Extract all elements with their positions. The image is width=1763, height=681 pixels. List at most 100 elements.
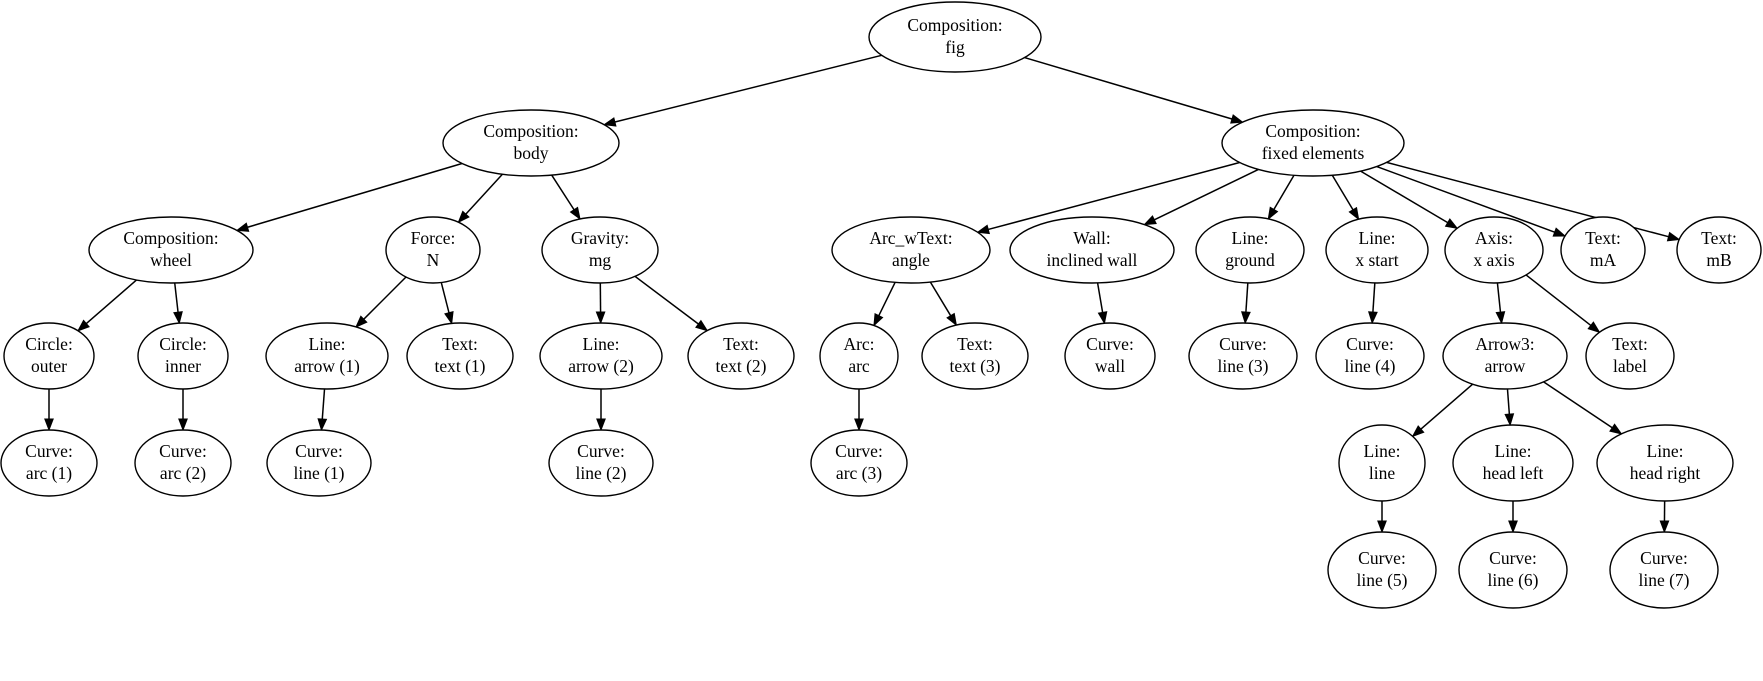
- node-label-line2: outer: [31, 356, 67, 376]
- arrow-head-icon: [76, 319, 90, 332]
- node-ellipse: [406, 322, 514, 390]
- graph-node-text_ma[interactable]: Text:mA: [1560, 216, 1646, 284]
- arrow-head-icon: [1495, 311, 1506, 325]
- node-label-line1: Curve:: [295, 441, 343, 461]
- arrow-head-icon: [1230, 114, 1244, 124]
- graph-node-curve_line7[interactable]: Curve:line (7): [1609, 531, 1719, 609]
- node-ellipse: [385, 216, 481, 284]
- graph-node-wheel[interactable]: Composition:wheel: [88, 216, 254, 284]
- graph-node-gravity_mg[interactable]: Gravity:mg: [541, 216, 659, 284]
- node-label-line2: line (7): [1638, 570, 1689, 590]
- node-ellipse: [1596, 424, 1734, 502]
- graph-node-text_label[interactable]: Text:label: [1585, 322, 1675, 390]
- node-label-line1: Curve:: [1358, 548, 1406, 568]
- graph-edge: [551, 174, 575, 211]
- graph-edge: [1096, 282, 1104, 313]
- node-label-line2: mg: [589, 250, 612, 270]
- node-label-line1: Text:: [1585, 228, 1621, 248]
- graph-node-text_text3[interactable]: Text:text (3): [921, 322, 1029, 390]
- node-ellipse: [1064, 322, 1156, 390]
- graph-edge: [1153, 168, 1259, 221]
- graph-node-curve_arc2[interactable]: Curve:arc (2): [134, 429, 232, 497]
- node-ellipse: [1442, 322, 1568, 390]
- graph-edge: [173, 282, 179, 313]
- node-label-line2: arrow: [1485, 356, 1526, 376]
- node-label-line2: line (6): [1487, 570, 1538, 590]
- node-ellipse: [1221, 109, 1405, 177]
- node-label-line1: Line:: [1359, 228, 1396, 248]
- graph-node-line_arrow2[interactable]: Line:arrow (2): [539, 322, 663, 390]
- graph-node-curve_line2[interactable]: Curve:line (2): [548, 429, 654, 497]
- graph-node-fixed[interactable]: Composition:fixed elements: [1221, 109, 1405, 177]
- node-ellipse: [1676, 216, 1762, 284]
- arrow-head-icon: [569, 206, 581, 221]
- graph-node-line_ground[interactable]: Line:ground: [1195, 216, 1305, 284]
- graph-node-arc_arc[interactable]: Arc:arc: [819, 322, 899, 390]
- node-label-line1: Gravity:: [571, 228, 629, 248]
- graph-node-curve_line5[interactable]: Curve:line (5): [1327, 531, 1437, 609]
- graph-node-curve_arc3[interactable]: Curve:arc (3): [810, 429, 908, 497]
- arrow-head-icon: [173, 311, 183, 325]
- arrow-head-icon: [1368, 311, 1378, 325]
- graph-node-curve_arc1[interactable]: Curve:arc (1): [0, 429, 98, 497]
- graph-node-curve_line4[interactable]: Curve:line (4): [1315, 322, 1425, 390]
- graph-edge: [1331, 174, 1354, 211]
- graph-node-curve_line6[interactable]: Curve:line (6): [1458, 531, 1568, 609]
- node-ellipse: [548, 429, 654, 497]
- graph-node-line_headl[interactable]: Line:head left: [1452, 424, 1574, 502]
- graph-node-text_text2[interactable]: Text:text (2): [687, 322, 795, 390]
- node-label-line1: Text:: [723, 334, 759, 354]
- node-label-line1: Line:: [1647, 441, 1684, 461]
- graph-edge: [614, 54, 882, 123]
- node-label-line1: Composition:: [123, 228, 218, 248]
- node-ellipse: [1188, 322, 1298, 390]
- node-label-line1: Text:: [1701, 228, 1737, 248]
- graph-node-circle_inner[interactable]: Circle:inner: [137, 322, 229, 390]
- arrow-head-icon: [44, 418, 54, 432]
- arrow-head-icon: [1609, 423, 1623, 435]
- graph-node-arc_wtext[interactable]: Arc_wText:angle: [831, 216, 991, 284]
- graph-node-body[interactable]: Composition:body: [442, 109, 620, 177]
- node-label-line1: Text:: [957, 334, 993, 354]
- node-ellipse: [1458, 531, 1568, 609]
- node-label-line2: x start: [1355, 250, 1398, 270]
- arrow-head-icon: [1666, 231, 1681, 242]
- node-ellipse: [810, 429, 908, 497]
- graph-edge: [321, 388, 326, 420]
- node-ellipse: [687, 322, 795, 390]
- graph-node-circle_outer[interactable]: Circle:outer: [3, 322, 95, 390]
- node-label-line1: Composition:: [483, 121, 578, 141]
- graph-node-curve_wall[interactable]: Curve:wall: [1064, 322, 1156, 390]
- graph-node-line_arrow1[interactable]: Line:arrow (1): [265, 322, 389, 390]
- graph-edge: [988, 161, 1240, 231]
- graph-node-arrow3[interactable]: Arrow3:arrow: [1442, 322, 1568, 390]
- graph-node-line_xstart[interactable]: Line:x start: [1325, 216, 1429, 284]
- graph-node-text_mb[interactable]: Text:mB: [1676, 216, 1762, 284]
- node-label-line1: Text:: [1612, 334, 1648, 354]
- node-label-line2: mB: [1706, 250, 1731, 270]
- node-label-line2: line (2): [575, 463, 626, 483]
- arrow-head-icon: [1659, 520, 1670, 534]
- node-label-line1: Circle:: [25, 334, 73, 354]
- graph-node-line_line[interactable]: Line:line: [1338, 424, 1426, 502]
- node-label-line2: mA: [1590, 250, 1617, 270]
- node-label-line2: wall: [1095, 356, 1125, 376]
- arrow-head-icon: [235, 222, 250, 232]
- graph-edge: [1420, 383, 1474, 430]
- graph-edge: [1543, 381, 1613, 429]
- graph-node-line_headr[interactable]: Line:head right: [1596, 424, 1734, 502]
- node-label-line1: Curve:: [1489, 548, 1537, 568]
- graph-node-text_text1[interactable]: Text:text (1): [406, 322, 514, 390]
- graph-node-force_n[interactable]: Force:N: [385, 216, 481, 284]
- graph-node-curve_line1[interactable]: Curve:line (1): [266, 429, 372, 497]
- node-label-line1: Arc_wText:: [869, 228, 952, 248]
- graph-node-wall[interactable]: Wall:inclined wall: [1009, 216, 1175, 284]
- node-label-line2: arc (2): [160, 463, 206, 483]
- arrow-head-icon: [946, 312, 958, 327]
- graph-node-axis_xaxis[interactable]: Axis:x axis: [1444, 216, 1544, 284]
- node-label-line1: Curve:: [577, 441, 625, 461]
- node-label-line1: Curve:: [1086, 334, 1134, 354]
- graph-node-fig[interactable]: Composition:fig: [868, 1, 1042, 73]
- node-ellipse: [819, 322, 899, 390]
- graph-node-curve_line3[interactable]: Curve:line (3): [1188, 322, 1298, 390]
